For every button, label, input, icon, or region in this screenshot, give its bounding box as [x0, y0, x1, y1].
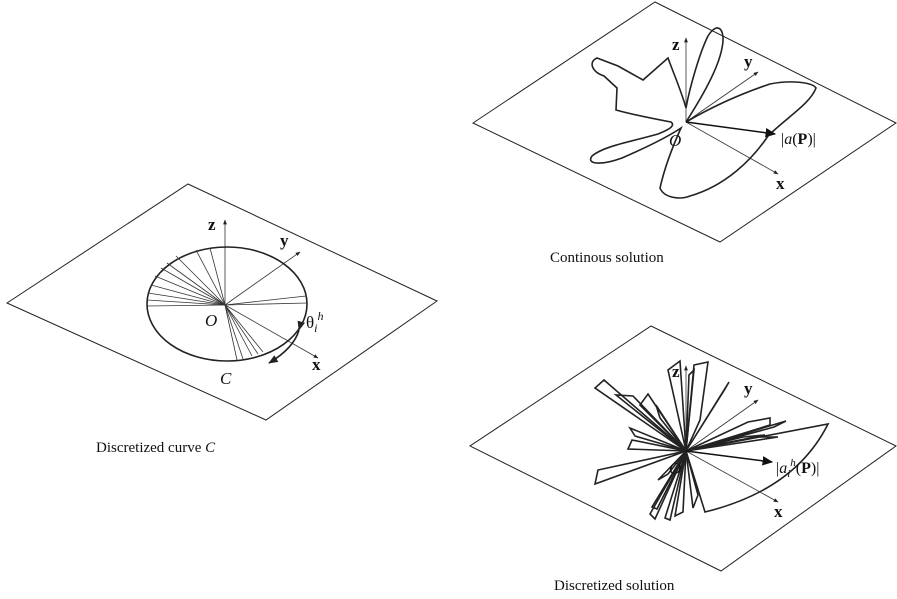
panel-discretized-solution: z y x O |aih(P)| Discretized solution: [469, 325, 897, 594]
z-label-bottom-right: z: [672, 362, 680, 381]
continuous-solution-curve: [589, 27, 817, 199]
z-label-top-right: z: [672, 35, 680, 54]
x-label-left: x: [312, 355, 321, 374]
z-label-left: z: [208, 215, 216, 234]
y-axis-top-right: [685, 71, 759, 123]
y-label-bottom-right: y: [744, 379, 753, 398]
amplitude-vector-bottom: [685, 450, 774, 466]
discretized-solution-wedges: [593, 359, 830, 522]
y-axis-bottom-right: [685, 399, 759, 452]
plane-bottom-right: [469, 325, 897, 572]
plane-left: [5, 183, 438, 421]
panel-continuous-solution: z y x O |a(P)| Continous solution: [471, 1, 897, 266]
y-axis-left: [224, 251, 301, 306]
origin-label-top-right: O: [669, 131, 681, 150]
theta-label: θih: [306, 309, 324, 335]
amplitude-vector-top: [685, 121, 777, 138]
discretization-wedges: [146, 247, 308, 361]
plane-top-right: [471, 1, 897, 243]
theta-angle-arc: [268, 320, 306, 364]
panel-discretized-curve: z y x O C θih Discretized curve C: [5, 183, 438, 456]
origin-label-bottom-right: O: [669, 459, 681, 478]
x-label-top-right: x: [776, 174, 785, 193]
caption-bottom-right: Discretized solution: [554, 578, 675, 594]
y-label-left: y: [280, 231, 289, 250]
caption-left: Discretized curve C: [96, 440, 216, 456]
x-axis-bottom-right: [685, 450, 779, 503]
caption-top-right: Continous solution: [550, 250, 664, 266]
amplitude-label-top: |a(P)|: [781, 131, 816, 148]
y-label-top-right: y: [744, 52, 753, 71]
x-axis-top-right: [685, 121, 779, 175]
curve-c-label: C: [220, 369, 232, 388]
amplitude-label-bottom: |aih(P)|: [776, 457, 819, 480]
x-label-bottom-right: x: [774, 502, 783, 521]
origin-label-left: O: [205, 311, 217, 330]
curve-c-ellipse: [146, 246, 308, 362]
